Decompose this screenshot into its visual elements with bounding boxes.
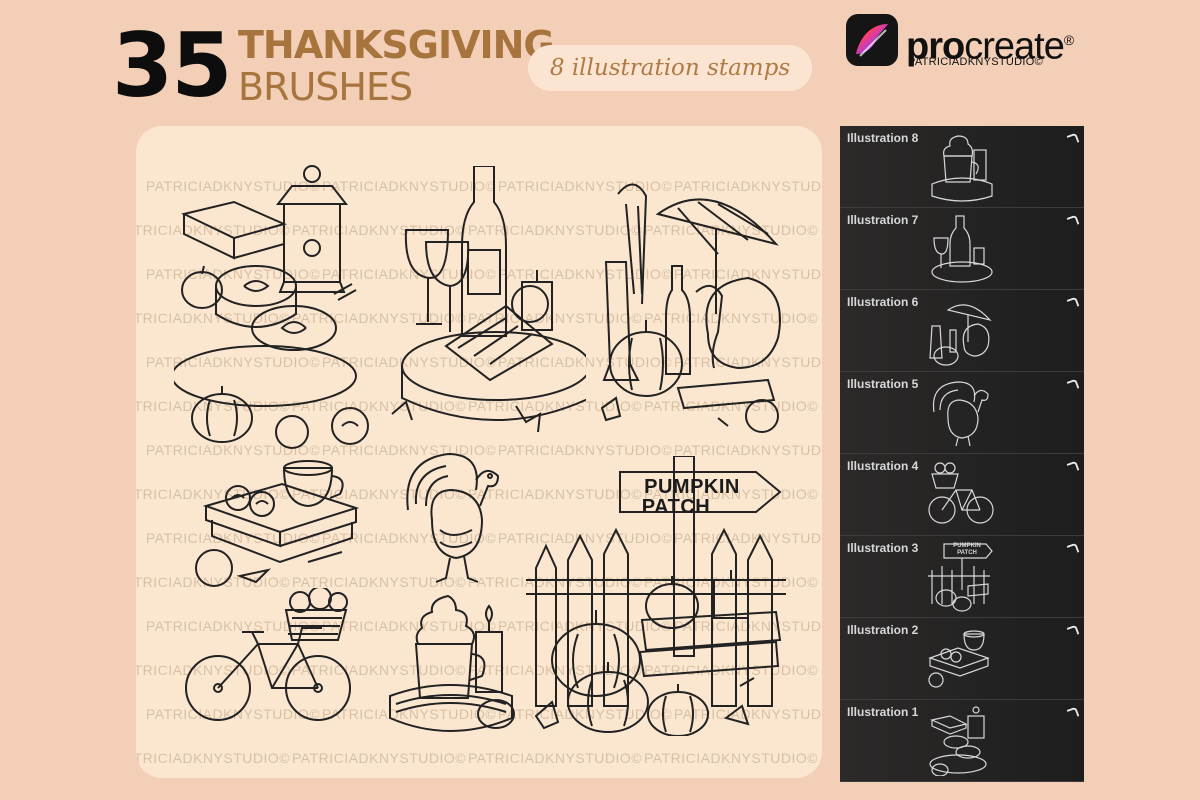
layer-illustration-6[interactable]: Illustration 6: [840, 290, 1084, 372]
product-title: THANKSGIVING BRUSHES: [238, 23, 555, 109]
thumb-sign-text: PUMPKIN PATCH: [953, 543, 981, 556]
watermark-text: PATRICIADKNYSTUDIO©: [644, 750, 819, 766]
wine-bottle-icon: [928, 214, 994, 284]
title-line-1: THANKSGIVING: [238, 23, 555, 67]
sign-text-line-2: PATCH: [641, 496, 711, 518]
layer-name: Illustration 7: [847, 213, 919, 227]
wine-pie-illustration: [386, 166, 586, 446]
watermark-text: PATRICIADKNYSTUDIO©: [322, 618, 497, 634]
watermark-text: PATRICIADKNYSTUDIO©: [136, 750, 291, 766]
turkey-illustration: [402, 450, 506, 586]
layer-name: Illustration 4: [847, 459, 919, 473]
watermark-text: PATRICIADKNYSTUDIO©: [468, 574, 643, 590]
umbrella-turkey-illustration: [598, 174, 798, 444]
layer-name: Illustration 8: [847, 131, 919, 145]
layer-visibility-check-icon[interactable]: [1066, 706, 1080, 720]
watermark-text: PATRICIADKNYSTUDIO©: [674, 530, 822, 546]
layer-illustration-2[interactable]: Illustration 2: [840, 618, 1084, 700]
cocoa-mug-illustration: [386, 592, 516, 742]
sign-text-line-1: PUMPKIN: [644, 476, 740, 498]
watermark-text: PATRICIADKNYSTUDIO©: [674, 266, 822, 282]
layer-visibility-check-icon[interactable]: [1066, 214, 1080, 228]
watermark-text: PATRICIADKNYSTUDIO©: [146, 618, 321, 634]
watermark-text: PATRICIADKNYSTUDIO©: [498, 442, 673, 458]
watermark-text: PATRICIADKNYSTUDIO©: [292, 750, 467, 766]
layer-visibility-check-icon[interactable]: [1066, 542, 1080, 556]
layer-visibility-check-icon[interactable]: [1066, 460, 1080, 474]
watermark-text: PATRICIADKNYSTUDIO©: [136, 574, 291, 590]
procreate-wordmark: procreate®: [906, 25, 1074, 68]
watermark-text: PATRICIADKNYSTUDIO©: [644, 310, 819, 326]
layer-illustration-3[interactable]: Illustration 3 PUMPKIN PATCH: [840, 536, 1084, 618]
watermark-text: PATRICIADKNYSTUDIO©: [674, 706, 822, 722]
watermark-text: PATRICIADKNYSTUDIO©: [322, 354, 497, 370]
pumpkin-patch-illustration: PUMPKIN PATCH: [526, 456, 786, 736]
layer-visibility-check-icon[interactable]: [1066, 378, 1080, 392]
watermark-text: PATRICIADKNYSTUDIO©: [292, 398, 467, 414]
layer-illustration-7[interactable]: Illustration 7: [840, 208, 1084, 290]
pumpkin-patch-icon: PUMPKIN PATCH: [928, 542, 994, 612]
layer-name: Illustration 5: [847, 377, 919, 391]
turkey-icon: [928, 378, 994, 448]
layer-visibility-check-icon[interactable]: [1066, 296, 1080, 310]
watermark-text: PATRICIADKNYSTUDIO©: [644, 222, 819, 238]
watermark-text: PATRICIADKNYSTUDIO©: [674, 442, 822, 458]
watermark-text: PATRICIADKNYSTUDIO©: [292, 486, 467, 502]
watermark-text: PATRICIADKNYSTUDIO©: [674, 178, 822, 194]
watermark-text: PATRICIADKNYSTUDIO©: [146, 178, 321, 194]
lantern-icon: [928, 706, 994, 777]
bicycle-icon: [928, 460, 994, 530]
lantern-cinnamon-illustration: [174, 164, 374, 454]
watermark-text: PATRICIADKNYSTUDIO©: [498, 530, 673, 546]
watermark-text: PATRICIADKNYSTUDIO©: [468, 222, 643, 238]
watermark-text: PATRICIADKNYSTUDIO©: [644, 574, 819, 590]
watermark-text: PATRICIADKNYSTUDIO©: [322, 266, 497, 282]
title-line-2: BRUSHES: [238, 65, 413, 109]
procreate-brand: procreate® PATRICIADKNYSTUDIO©: [846, 14, 1086, 74]
watermark-text: PATRICIADKNYSTUDIO©: [498, 266, 673, 282]
watermark-text: PATRICIADKNYSTUDIO©: [146, 706, 321, 722]
layer-name: Illustration 2: [847, 623, 919, 637]
layer-name: Illustration 3: [847, 541, 919, 555]
umbrella-turkey-icon: [928, 296, 994, 366]
watermark-text: PATRICIADKNYSTUDIO©: [644, 398, 819, 414]
watermark-text: PATRICIADKNYSTUDIO©: [322, 706, 497, 722]
layer-illustration-5[interactable]: Illustration 5: [840, 372, 1084, 454]
layer-visibility-check-icon[interactable]: [1066, 624, 1080, 638]
layer-name: Illustration 1: [847, 705, 919, 719]
cocoa-mug-icon: [928, 132, 994, 202]
coffee-books-illustration: [192, 458, 362, 588]
watermark-text: PATRICIADKNYSTUDIO©: [146, 442, 321, 458]
layer-illustration-8[interactable]: Illustration 8: [840, 126, 1084, 208]
watermark-text: PATRICIADKNYSTUDIO©: [468, 398, 643, 414]
watermark-text: PATRICIADKNYSTUDIO©: [146, 266, 321, 282]
watermark-text: PATRICIADKNYSTUDIO©: [136, 310, 291, 326]
watermark-text: PATRICIADKNYSTUDIO©: [322, 178, 497, 194]
watermark-text: PATRICIADKNYSTUDIO©: [674, 354, 822, 370]
watermark-text: PATRICIADKNYSTUDIO©: [292, 222, 467, 238]
layer-illustration-4[interactable]: Illustration 4: [840, 454, 1084, 536]
watermark-text: PATRICIADKNYSTUDIO©: [136, 662, 291, 678]
watermark-text: PATRICIADKNYSTUDIO©: [468, 486, 643, 502]
watermark-text: PATRICIADKNYSTUDIO©: [468, 750, 643, 766]
coffee-books-icon: [928, 624, 994, 694]
illustration-canvas: PATRICIADKNYSTUDIO©PATRICIADKNYSTUDIO©PA…: [136, 126, 822, 778]
layer-illustration-1[interactable]: Illustration 1: [840, 700, 1084, 782]
watermark-text: PATRICIADKNYSTUDIO©: [292, 662, 467, 678]
procreate-layers-panel: Illustration 8 Illustration 7 Illustrati…: [840, 126, 1084, 782]
watermark-text: PATRICIADKNYSTUDIO©: [292, 574, 467, 590]
studio-credit: PATRICIADKNYSTUDIO©: [908, 56, 1044, 68]
extra-leaf-spacer: [146, 126, 147, 127]
watermark-text: PATRICIADKNYSTUDIO©: [468, 310, 643, 326]
layer-name: Illustration 6: [847, 295, 919, 309]
watermark-text: PATRICIADKNYSTUDIO©: [498, 178, 673, 194]
brush-count: 35: [112, 14, 232, 117]
watermark-text: PATRICIADKNYSTUDIO©: [468, 662, 643, 678]
layer-visibility-check-icon[interactable]: [1066, 132, 1080, 146]
watermark-text: PATRICIADKNYSTUDIO©: [146, 530, 321, 546]
bicycle-illustration: [182, 588, 362, 728]
procreate-logo-icon: [846, 14, 898, 66]
stamps-badge: 8 illustration stamps: [528, 45, 812, 91]
